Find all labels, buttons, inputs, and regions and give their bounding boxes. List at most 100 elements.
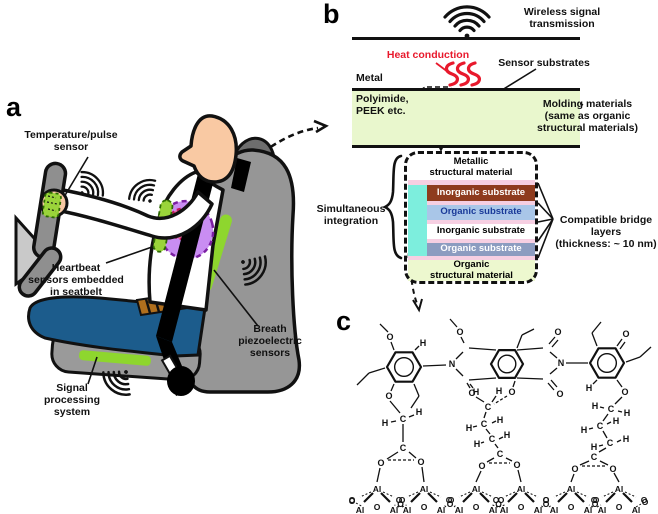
atom-label: Al: [390, 505, 399, 514]
metal-layer-line: [352, 88, 580, 91]
atom-label: H: [613, 416, 620, 426]
label-metal: Metal: [356, 72, 383, 84]
stack-organic-substrate-1: Organic substrate: [427, 205, 535, 220]
pointer-sensor-substrates: [501, 68, 537, 91]
stack-inorganic-substrate-2: Inorganic substrate: [427, 224, 535, 239]
label-compatible-bridge-layers: Compatible bridge layers (thickness: ~ 1…: [555, 214, 657, 250]
atom-label: O: [396, 495, 403, 505]
stack-organic-structural: Organic structural material: [408, 259, 535, 281]
arrowhead-to-c: [412, 298, 423, 313]
atom-label: O: [473, 502, 480, 512]
bridge-layer: [427, 239, 535, 243]
bridge-layer: [427, 220, 535, 224]
atom-label: O: [448, 495, 455, 505]
atom-label: Al: [584, 505, 593, 514]
stack-inorganic-substrate-1: Inorganic substrate: [427, 185, 535, 201]
atom-label: C: [497, 449, 504, 459]
atom-label: O: [421, 502, 428, 512]
bridge-layer: [408, 256, 535, 260]
pointer-temp: [63, 156, 89, 198]
atom-label: O: [399, 495, 406, 505]
atom-label: O: [478, 461, 485, 471]
heat-squiggle: [466, 61, 481, 87]
polymer-band: [352, 91, 580, 145]
atom-label: O: [616, 502, 623, 512]
atom-label: C: [597, 421, 604, 431]
atom-label: Al: [437, 505, 446, 514]
atom-label: O: [385, 391, 392, 401]
atom-label: O: [622, 329, 629, 339]
atom-label: O: [641, 495, 648, 505]
atom-label: H: [586, 383, 593, 393]
atom-label: Al: [472, 484, 481, 494]
atom-label: O: [621, 387, 628, 397]
atom-label: C: [400, 443, 407, 453]
stack-metallic-structural: Metallic structural material: [429, 156, 513, 178]
atom-label: Al: [500, 505, 509, 514]
heat-squiggle: [444, 61, 459, 87]
atom-label: Al: [455, 505, 464, 514]
atom-label: Al: [567, 484, 576, 494]
atom-label: O: [591, 495, 598, 505]
atom-label: O: [556, 389, 563, 399]
atom-label: O: [508, 387, 515, 397]
atom-label: H: [624, 408, 631, 418]
atom-label: H: [466, 423, 473, 433]
atom-label: H: [581, 425, 588, 435]
heat-squiggle: [455, 61, 470, 87]
atom-label: Al: [534, 505, 543, 514]
bridge-layer: [427, 201, 535, 205]
panel-label-c: c: [336, 306, 352, 336]
atom-label: O: [609, 464, 616, 474]
atom-label: C: [607, 438, 614, 448]
pointer-breath: [213, 269, 259, 327]
atom-label: O: [642, 497, 649, 507]
atom-label: O: [498, 495, 505, 505]
atom-label: Al: [632, 505, 641, 514]
sensor-segment: [47, 195, 57, 199]
atom-label: Al: [517, 484, 526, 494]
atom-label: O: [543, 499, 550, 509]
atom-label: O: [543, 495, 550, 505]
atom-label: O: [518, 502, 525, 512]
atom-label: C: [481, 419, 488, 429]
atom-label: C: [489, 434, 496, 444]
atom-label: O: [571, 464, 578, 474]
atom-label: Al: [356, 505, 365, 514]
metal-sheet-line-top: [352, 37, 580, 40]
label-wireless-transmission: Wireless signal transmission: [523, 6, 601, 30]
stack-organic-substrate-2: Organic substrate: [427, 243, 535, 256]
steering-column: [17, 246, 63, 298]
atom-label: O: [397, 499, 404, 509]
bridge-layer: [408, 180, 535, 185]
sensor-segment: [46, 201, 58, 205]
integration-brace: [382, 154, 403, 260]
label-polyimide: Polyimide, PEEK etc.: [356, 93, 409, 117]
atom-label: C: [608, 404, 615, 414]
atom-label: Al: [420, 484, 429, 494]
atom-label: O: [386, 332, 393, 342]
bridge-pointer-lines: [537, 182, 554, 259]
atom-label: N: [449, 359, 456, 369]
shoulder-belt-strap: [231, 158, 251, 192]
atom-label: O: [468, 388, 475, 398]
panel-label-b: b: [323, 0, 340, 29]
atom-label: O: [349, 495, 356, 505]
atom-label: C: [400, 414, 407, 424]
atom-label: H: [473, 387, 480, 397]
atom-label: Al: [550, 505, 559, 514]
temp-pulse-sensor-patch: [41, 191, 62, 219]
integration-bar: [408, 185, 427, 256]
label-simultaneous-integration: Simultaneous integration: [316, 203, 386, 227]
atom-label: O: [493, 495, 500, 505]
atom-label: C: [485, 402, 492, 412]
atom-label: O: [513, 460, 520, 470]
atom-label: Al: [403, 505, 412, 514]
atom-label: O: [543, 495, 550, 505]
atom-label: H: [623, 434, 630, 444]
wifi-icon-transmission: [443, 5, 491, 41]
atom-label: O: [456, 327, 463, 337]
pointer-signal: [87, 356, 98, 385]
atom-label: Al: [373, 484, 382, 494]
